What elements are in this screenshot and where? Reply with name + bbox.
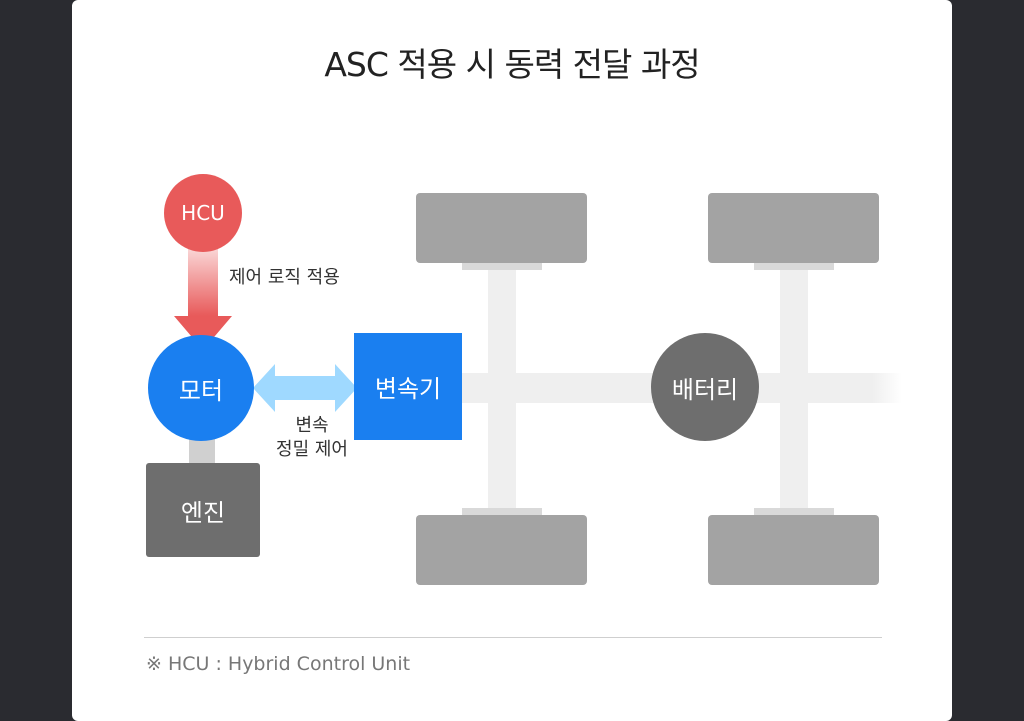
- footnote-divider: [144, 637, 882, 638]
- hcu-node: HCU: [164, 174, 242, 252]
- transmission-label: 변속기: [374, 375, 442, 403]
- front-left-wheel: [416, 193, 587, 263]
- diagram-card: ASC 적용 시 동력 전달 과정 엔진 HCU 제어 로직 적용: [72, 0, 952, 721]
- motor-label: 모터: [178, 376, 224, 405]
- rear-left-wheel: [708, 193, 879, 263]
- motor-transmission-edge-label: 변속 정밀 제어: [252, 414, 372, 462]
- rear-right-wheel: [708, 515, 879, 585]
- battery-node: 배터리: [651, 333, 759, 441]
- hcu-label: HCU: [181, 201, 225, 225]
- hcu-to-motor-arrow: [174, 240, 232, 350]
- front-right-wheel: [416, 515, 587, 585]
- motor-transmission-arrow: [253, 364, 357, 412]
- diagram-title: ASC 적용 시 동력 전달 과정: [324, 45, 700, 84]
- motor-node: 모터: [148, 335, 254, 441]
- transmission-node: 변속기: [354, 333, 462, 440]
- edge-label-line-1: 변속: [295, 415, 329, 436]
- front-right-hub: [462, 508, 542, 515]
- hcu-motor-edge-label: 제어 로직 적용: [229, 267, 340, 288]
- front-left-hub: [462, 263, 542, 270]
- footnote: ※ HCU : Hybrid Control Unit: [146, 653, 411, 675]
- engine-label: 엔진: [180, 498, 226, 527]
- edge-label-line-2: 정밀 제어: [276, 439, 348, 460]
- battery-label: 배터리: [671, 375, 739, 404]
- motor-engine-connector: [189, 436, 215, 466]
- rear-left-hub: [754, 263, 834, 270]
- engine-node: 엔진: [146, 463, 260, 557]
- rear-right-hub: [754, 508, 834, 515]
- drive-shaft-fade: [872, 373, 902, 403]
